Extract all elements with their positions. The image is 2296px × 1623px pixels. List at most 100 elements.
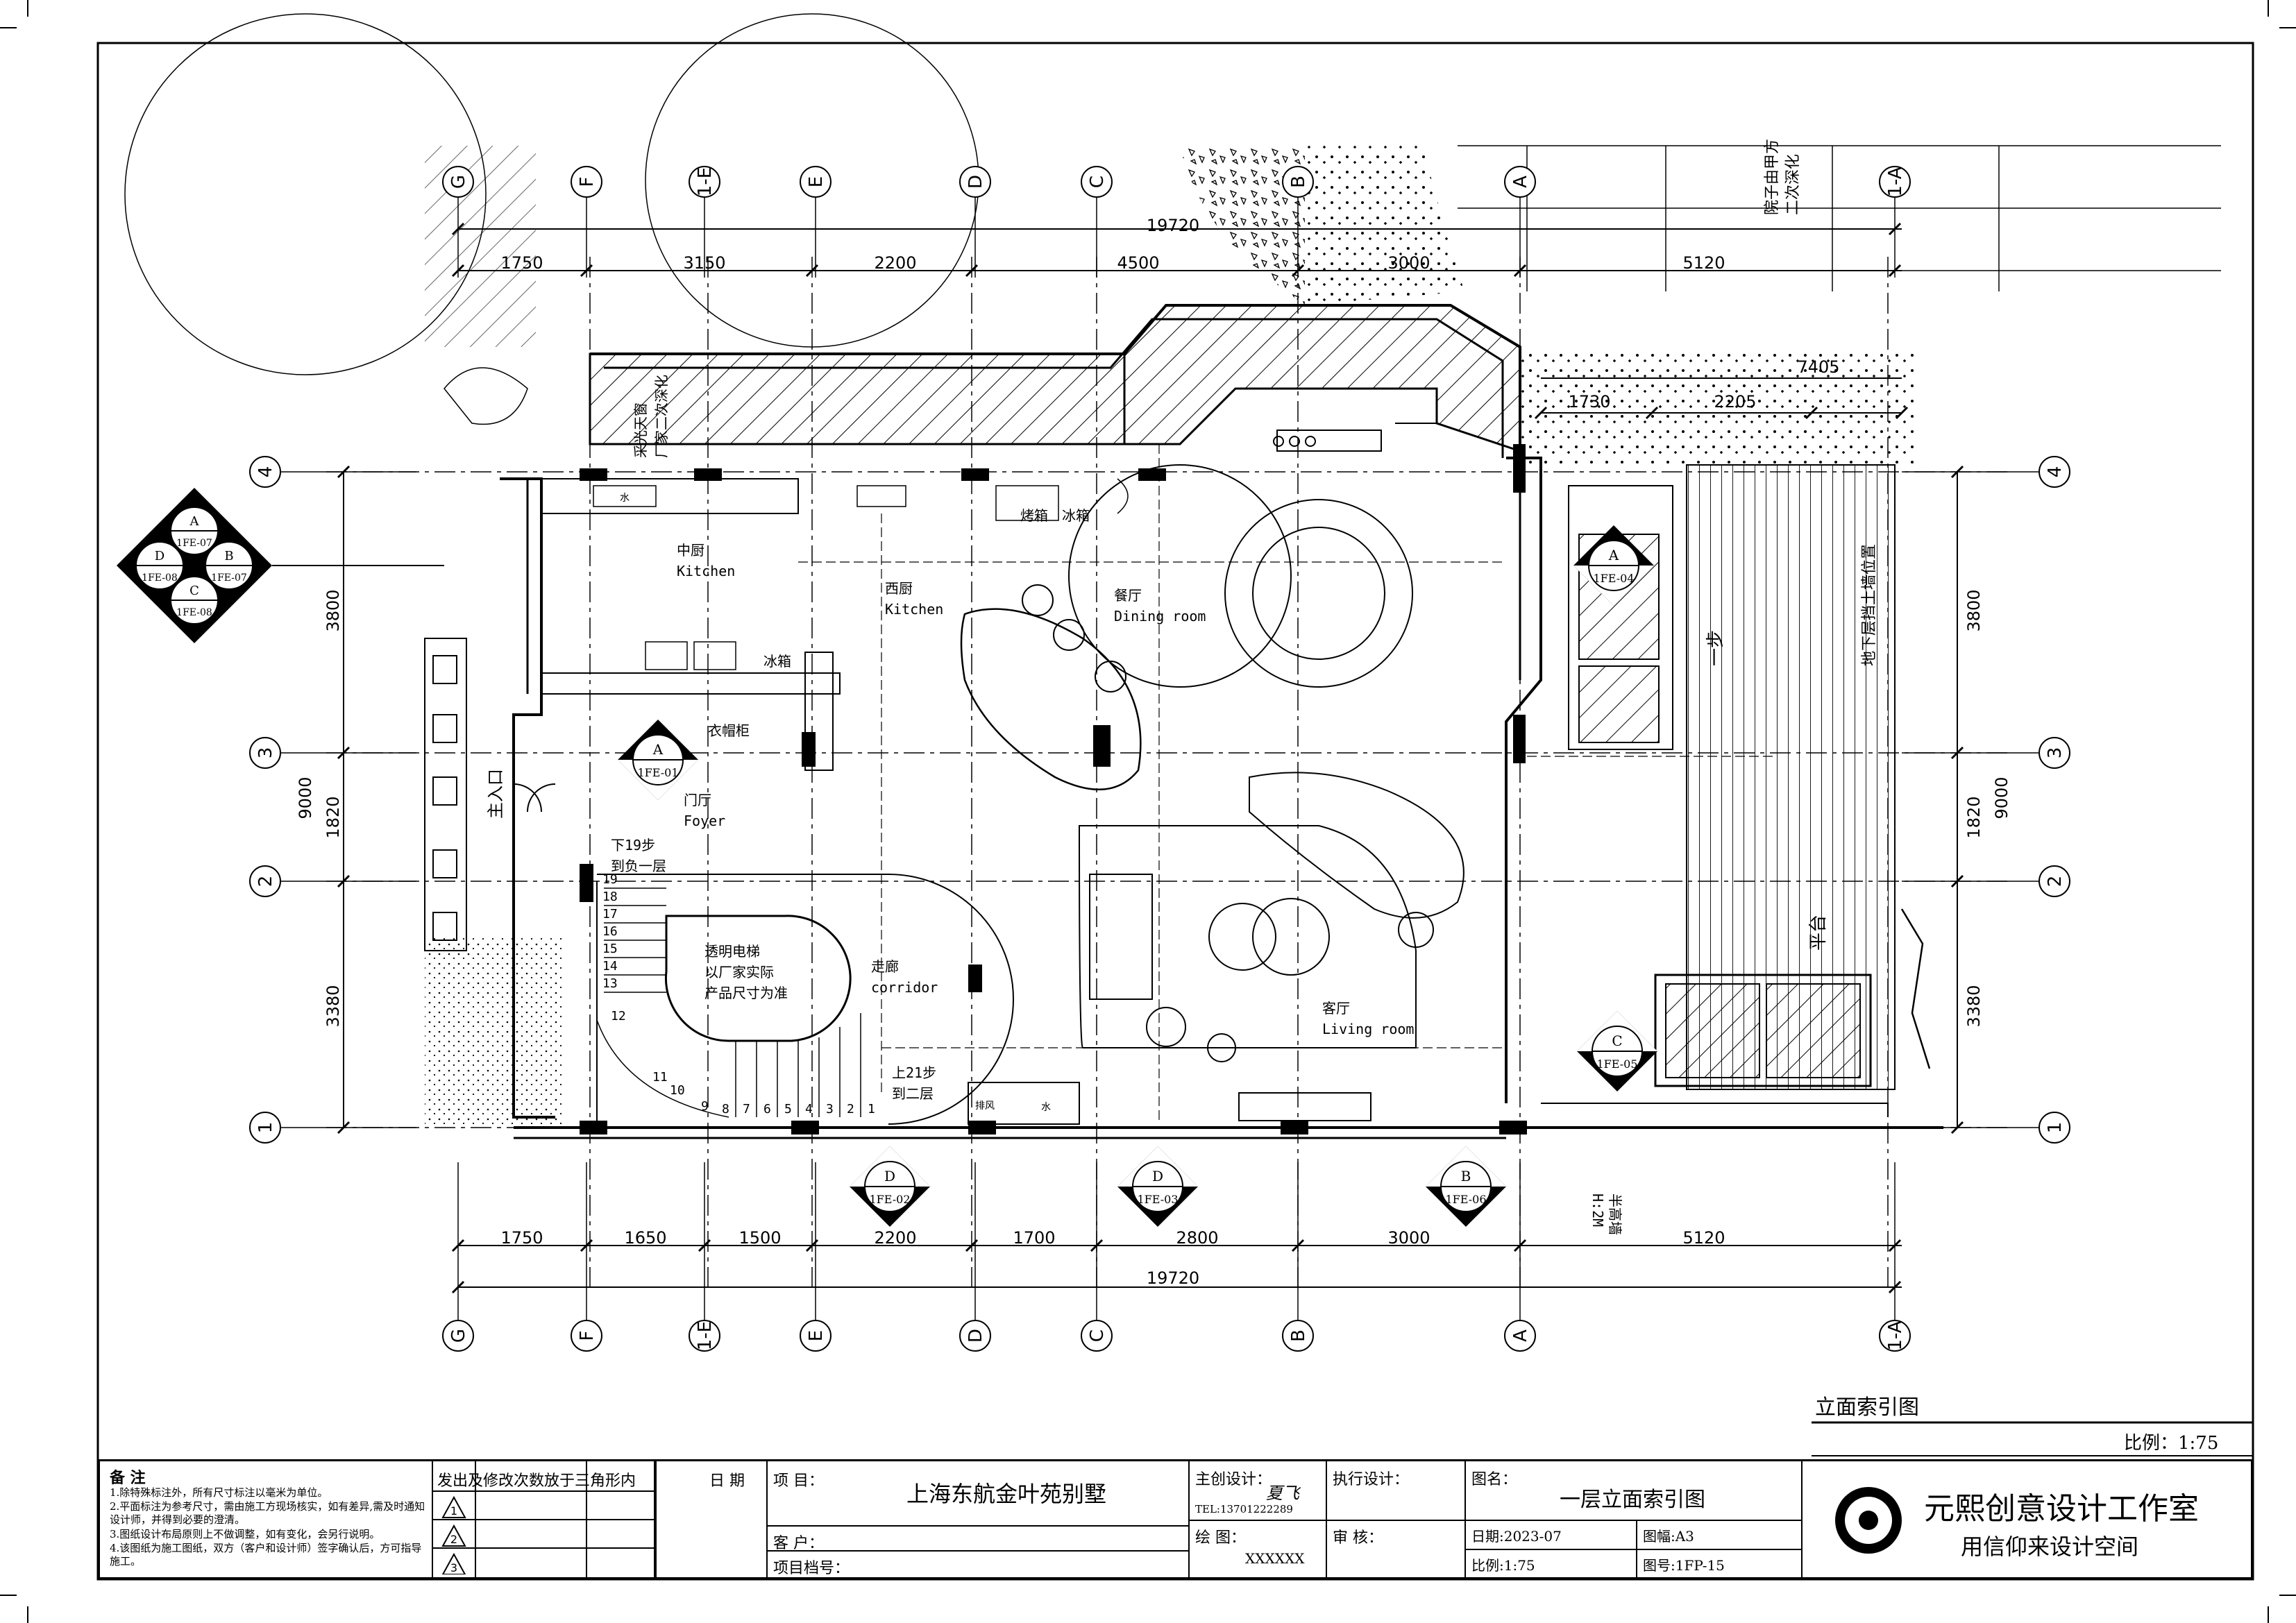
index-symbol-1fe-06[interactable]: B 1FE-06	[1426, 1146, 1506, 1227]
dining-label-en: Dining room	[1114, 608, 1206, 624]
svg-text:C: C	[189, 584, 199, 598]
spiral-staircase	[596, 874, 1014, 1125]
dimension-ticks	[337, 222, 1964, 1294]
stair-step-number: 18	[602, 890, 618, 904]
svg-text:3380: 3380	[1964, 985, 1984, 1027]
stair-step-number: 3	[826, 1102, 834, 1116]
project-name: 上海东航金叶苑别墅	[906, 1481, 1107, 1507]
elevator-label-3: 产品尺寸为准	[704, 985, 788, 1001]
stair-step-number: 16	[602, 924, 618, 939]
vent-mark: 排风	[975, 1101, 995, 1112]
client-label: 客 户：	[773, 1535, 824, 1552]
main-entrance-label: 主入口	[486, 769, 505, 819]
svg-text:1FE-07: 1FE-07	[211, 572, 247, 584]
sheet-border	[96, 42, 2254, 1581]
elevation-index-symbols: A1FE-01A1FE-04C1FE-05D1FE-02D1FE-03B1FE-…	[117, 488, 1657, 1227]
svg-text:1-E: 1-E	[695, 1321, 716, 1350]
drawing-name-label: 图名：	[1471, 1471, 1518, 1488]
revision-triangles: 1 2 3	[441, 1495, 466, 1574]
dimension-texts: 19720 1750 3150 2200 4500 3000 5120 7405…	[296, 216, 2011, 1288]
grid-bubble-col-F: F	[571, 166, 602, 198]
svg-text:2200: 2200	[874, 1228, 916, 1248]
svg-text:5120: 5120	[1682, 253, 1725, 273]
svg-text:1750: 1750	[500, 1228, 543, 1248]
grid-bubble-row-3: 3	[2038, 737, 2070, 769]
west-kitchen-label-en: Kitchen	[885, 601, 943, 618]
grid-bubble-col-D: D	[959, 1320, 991, 1352]
stairs-up-2: 到二层	[892, 1085, 934, 1102]
stair-step-number: 8	[722, 1102, 729, 1116]
svg-text:1750: 1750	[500, 253, 543, 273]
terrace	[1541, 464, 1931, 1117]
studio-cell: 元熙创意设计工作室 用信仰来设计空间	[1803, 1461, 2251, 1577]
notes-cell: 备 注 1.除特殊标注外，所有尺寸标注以毫米为单位。 2.平面标注为参考尺寸，需…	[100, 1461, 433, 1577]
wardrobe-label: 衣帽柜	[708, 722, 750, 739]
svg-text:1FE-02: 1FE-02	[869, 1193, 910, 1206]
svg-text:3: 3	[2045, 747, 2066, 759]
notes-header: 备 注	[110, 1469, 146, 1487]
fridge2-label: 冰箱	[763, 653, 791, 670]
grid-bubble-col-D: D	[959, 166, 991, 198]
grid-bubble-col-B: B	[1282, 166, 1314, 198]
svg-text:F: F	[577, 1331, 598, 1341]
stair-step-number: 11	[652, 1070, 668, 1085]
svg-text:F: F	[577, 177, 598, 187]
room-labels: 中厨 Kitchen 西厨 Kitchen 餐厅 Dining room 客厅 …	[486, 139, 1878, 1235]
svg-text:B: B	[1288, 1329, 1309, 1342]
scale-field: 比例:1:75	[1471, 1557, 1535, 1574]
svg-text:G: G	[448, 175, 469, 189]
svg-text:1820: 1820	[323, 796, 343, 838]
project-cell: 项 目： 上海东航金叶苑别墅 客 户： 项目档号：	[766, 1461, 1190, 1577]
grid-bubble-col-G: G	[442, 166, 474, 198]
svg-text:B: B	[1461, 1168, 1471, 1184]
grid-bubble-col-1-E: 1-E	[689, 166, 720, 198]
svg-text:3: 3	[255, 747, 276, 759]
drawing-info-cell: 图名： 一层立面索引图 日期:2023-07 图幅:A3 比例:1:75 图号:…	[1466, 1461, 1803, 1577]
stair-step-number: 10	[670, 1083, 685, 1098]
svg-text:19720: 19720	[1147, 1268, 1199, 1288]
svg-text:A: A	[189, 514, 200, 529]
stairs-down-1: 下19步	[611, 837, 655, 853]
skylight-label: 采光天窗	[632, 402, 649, 458]
svg-text:1-A: 1-A	[1885, 1320, 1906, 1350]
svg-text:B: B	[224, 549, 233, 563]
sheet-number-field: 图号:1FP-15	[1643, 1557, 1725, 1574]
oven-label: 烤箱	[1020, 507, 1048, 524]
stair-step-number: 13	[602, 976, 618, 991]
stair-step-number: 12	[611, 1009, 626, 1023]
svg-text:1700: 1700	[1013, 1228, 1055, 1248]
svg-text:1FE-08: 1FE-08	[142, 572, 178, 584]
svg-text:2: 2	[2045, 876, 2066, 887]
step-label: 一步	[1705, 630, 1726, 666]
living-label: 客厅	[1322, 1000, 1350, 1017]
revision-header: 发出及修改次数放于三角形内	[437, 1472, 636, 1490]
grid-bubble-col-E: E	[800, 1320, 832, 1352]
stair-step-number: 6	[763, 1102, 771, 1116]
stair-step-number: 2	[847, 1102, 854, 1116]
foyer-label-en: Foyer	[684, 813, 725, 829]
stairs-up-1: 上21步	[892, 1064, 936, 1081]
svg-text:3: 3	[450, 1561, 457, 1574]
stair-step-number: 1	[868, 1102, 875, 1116]
svg-text:1: 1	[255, 1122, 276, 1134]
svg-text:4: 4	[2045, 466, 2066, 478]
svg-text:1FE-06: 1FE-06	[1445, 1193, 1486, 1206]
title-block: 备 注 1.除特殊标注外，所有尺寸标注以毫米为单位。 2.平面标注为参考尺寸，需…	[98, 1459, 2253, 1579]
svg-text:D: D	[1152, 1168, 1163, 1184]
garden-note-1: 院子由甲方	[1764, 139, 1781, 215]
sheet-size-field: 图幅:A3	[1643, 1528, 1694, 1545]
svg-text:3800: 3800	[1964, 589, 1984, 631]
svg-text:9000: 9000	[1992, 776, 2011, 819]
svg-text:C: C	[1087, 1329, 1108, 1342]
svg-text:A: A	[1608, 547, 1619, 563]
half-wall-label: 半高墙	[1607, 1193, 1623, 1235]
